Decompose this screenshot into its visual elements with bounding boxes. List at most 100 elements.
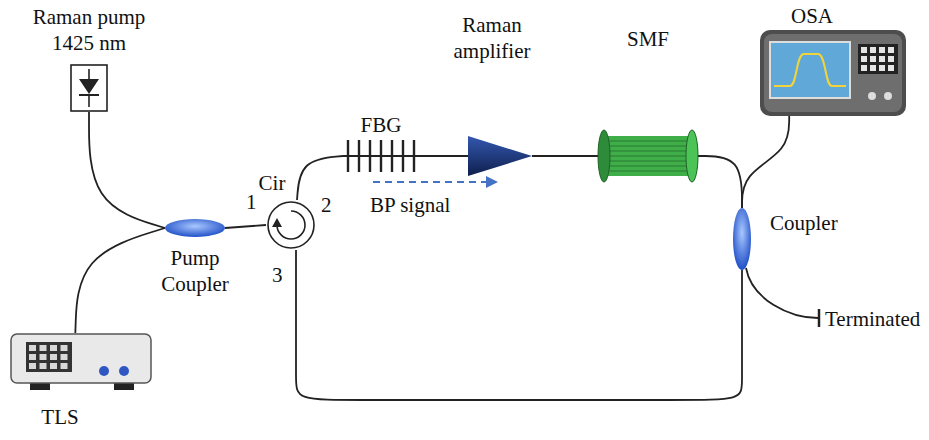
fiber-winding [606, 170, 690, 171]
fiber-path [698, 156, 742, 208]
coupler-ellipse [165, 219, 225, 237]
osa-keypad [858, 44, 898, 74]
osa-key [888, 47, 894, 53]
fiber-winding [606, 165, 690, 166]
tls-key [40, 345, 47, 351]
tls-key [50, 363, 57, 369]
port-number: 1 [246, 189, 257, 215]
component-label: OSA [791, 3, 833, 29]
component-label: Raman amplifier [442, 12, 542, 65]
tunable-laser-source: TLS [10, 333, 152, 391]
diode-symbol [79, 79, 99, 94]
fiber-connector [297, 156, 343, 200]
osa-key [870, 47, 876, 53]
component-label: TLS [41, 404, 78, 430]
circulator-arrowhead [272, 218, 282, 227]
component-label: Cir [259, 170, 286, 196]
tls-key [61, 345, 68, 351]
spectrum-analyzer: OSA [760, 30, 906, 116]
grating-line [369, 140, 371, 172]
fiber-spool-shape [598, 130, 698, 182]
spectrum-trace [774, 54, 846, 86]
fiber-path [75, 228, 165, 333]
grating-line [347, 140, 349, 172]
pump-housing [71, 65, 107, 111]
osa-panel [764, 34, 902, 112]
fiber-path [296, 250, 742, 400]
tls-knob [99, 366, 109, 376]
pump-coupler-shape [165, 219, 225, 237]
pump-coupler: Pump Coupler [165, 219, 225, 237]
fiber-connector [419, 156, 468, 157]
osa-key [861, 56, 867, 62]
output-coupler: Coupler [733, 208, 751, 270]
signal-direction-arrow [373, 181, 488, 183]
spool-flange [686, 130, 698, 182]
tls-key [29, 354, 36, 360]
osa-knob [868, 92, 876, 100]
osa-knob [884, 92, 892, 100]
signal-arrowhead [486, 176, 498, 188]
diode-lead [88, 95, 90, 107]
osa-key [879, 47, 885, 53]
fiber-path [297, 156, 343, 200]
component-label: Coupler [770, 210, 838, 236]
fiber-path [89, 112, 165, 228]
circulator: Cir [266, 200, 316, 250]
component-label: FBG [361, 112, 402, 138]
fiber-connector [742, 116, 789, 208]
raman-amplifier: Raman amplifier [468, 136, 532, 176]
raman-amplifier-shape [468, 136, 532, 176]
circulator-arc [277, 211, 305, 239]
tls-key [40, 354, 47, 360]
port-number: 3 [272, 262, 283, 288]
diode-lead [88, 69, 90, 79]
fiber-connector [698, 156, 742, 208]
grating-line [391, 140, 393, 172]
fiber-connector [75, 228, 165, 333]
osa-key [888, 65, 894, 71]
fiber-connector [89, 112, 165, 228]
fiber-spool: SMF [598, 130, 698, 182]
pump-laser-shape [70, 64, 108, 112]
osa-key [870, 56, 876, 62]
fiber-winding [606, 140, 690, 141]
fiber-path [532, 155, 598, 157]
fiber-path [225, 225, 266, 228]
spectrum-analyzer-shape [760, 30, 906, 116]
osa-key [870, 65, 876, 71]
termination-label: Terminated [825, 306, 920, 332]
circulator-body [268, 202, 314, 248]
fiber-winding [606, 155, 690, 156]
component-label: Pump Coupler [155, 245, 235, 298]
component-label: SMF [627, 26, 669, 52]
tls-key [29, 345, 36, 351]
fiber-connector [532, 156, 598, 157]
pump-laser: Raman pump 1425 nm [70, 64, 108, 112]
grating-line [413, 140, 415, 172]
tls-knob [119, 366, 129, 376]
tls-body [11, 334, 151, 383]
tls-key [29, 363, 36, 369]
port-number: 2 [321, 192, 332, 218]
osa-key [888, 56, 894, 62]
tls-key [61, 363, 68, 369]
tls-key [50, 345, 57, 351]
component-label: Raman pump 1425 nm [24, 4, 154, 57]
osa-key [861, 65, 867, 71]
fiber-path [742, 116, 789, 208]
circulator-shape [266, 200, 316, 250]
fiber-winding [606, 150, 690, 151]
osa-key [879, 56, 885, 62]
fiber-winding [606, 160, 690, 161]
termination-bar [818, 309, 821, 327]
tunable-laser-source-shape [10, 333, 152, 391]
grating-line [402, 140, 404, 172]
amplifier-triangle [468, 136, 532, 176]
osa-key [861, 47, 867, 53]
grating-line [380, 140, 382, 172]
spool-flange [598, 130, 610, 182]
tls-key [40, 363, 47, 369]
